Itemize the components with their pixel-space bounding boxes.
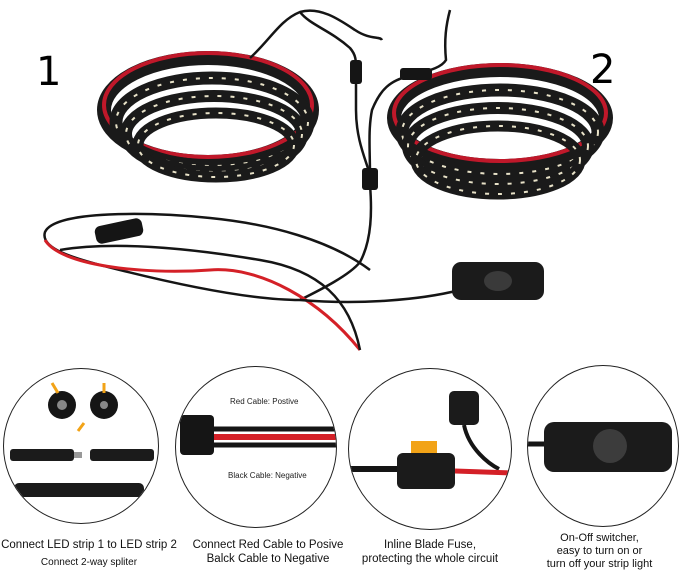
detail-circle-switch xyxy=(527,365,679,527)
caption-cables: Connect Red Cable to Posive Balck Cable … xyxy=(178,538,358,566)
caption-cables-line-2: Balck Cable to Negative xyxy=(206,553,330,565)
fuse-holder xyxy=(94,218,144,244)
wiring-harness xyxy=(43,212,461,351)
detail-circle-cables: Red Cable: Postive Black Cable: Negative xyxy=(175,366,337,528)
caption-switch-line-3: turn off your strip light xyxy=(546,558,653,570)
strip-2-number: 2 xyxy=(590,47,616,93)
caption-switch: On-Off switcher, easy to turn on or turn… xyxy=(520,532,679,571)
red-cable-label: Red Cable: Postive xyxy=(230,397,299,406)
cable-detail xyxy=(180,415,336,455)
strip-1-number: 1 xyxy=(36,49,62,95)
splitter-detail xyxy=(10,382,154,497)
caption-fuse: Inline Blade Fuse, protecting the whole … xyxy=(350,538,510,566)
fuse-detail xyxy=(349,391,511,489)
dc-connector-2 xyxy=(400,68,432,80)
led-strip-1-coil xyxy=(97,51,319,183)
splitter-junction xyxy=(362,168,378,190)
caption-splitter-line-1: Connect LED strip 1 to LED strip 2 xyxy=(1,539,177,551)
switch-button xyxy=(484,271,512,291)
detail-circle-fuse xyxy=(348,368,512,530)
detail-circle-splitter xyxy=(3,368,159,524)
caption-switch-line-2: easy to turn on or xyxy=(556,545,643,557)
caption-switch-line-1: On-Off switcher, xyxy=(560,532,639,544)
dc-connector-1 xyxy=(350,60,362,84)
caption-splitter: Connect LED strip 1 to LED strip 2 xyxy=(0,538,178,552)
switch-detail xyxy=(528,422,672,472)
caption-splitter-sub: Connect 2-way spliter xyxy=(40,557,138,568)
led-strip-kit-illustration xyxy=(43,9,613,351)
caption-fuse-line-1: Inline Blade Fuse, xyxy=(383,539,477,551)
black-cable-label: Black Cable: Negative xyxy=(228,471,307,480)
caption-cables-line-1: Connect Red Cable to Posive xyxy=(192,539,344,551)
led-strip-2-coil xyxy=(387,63,613,200)
caption-fuse-line-2: protecting the whole circuit xyxy=(361,553,499,565)
